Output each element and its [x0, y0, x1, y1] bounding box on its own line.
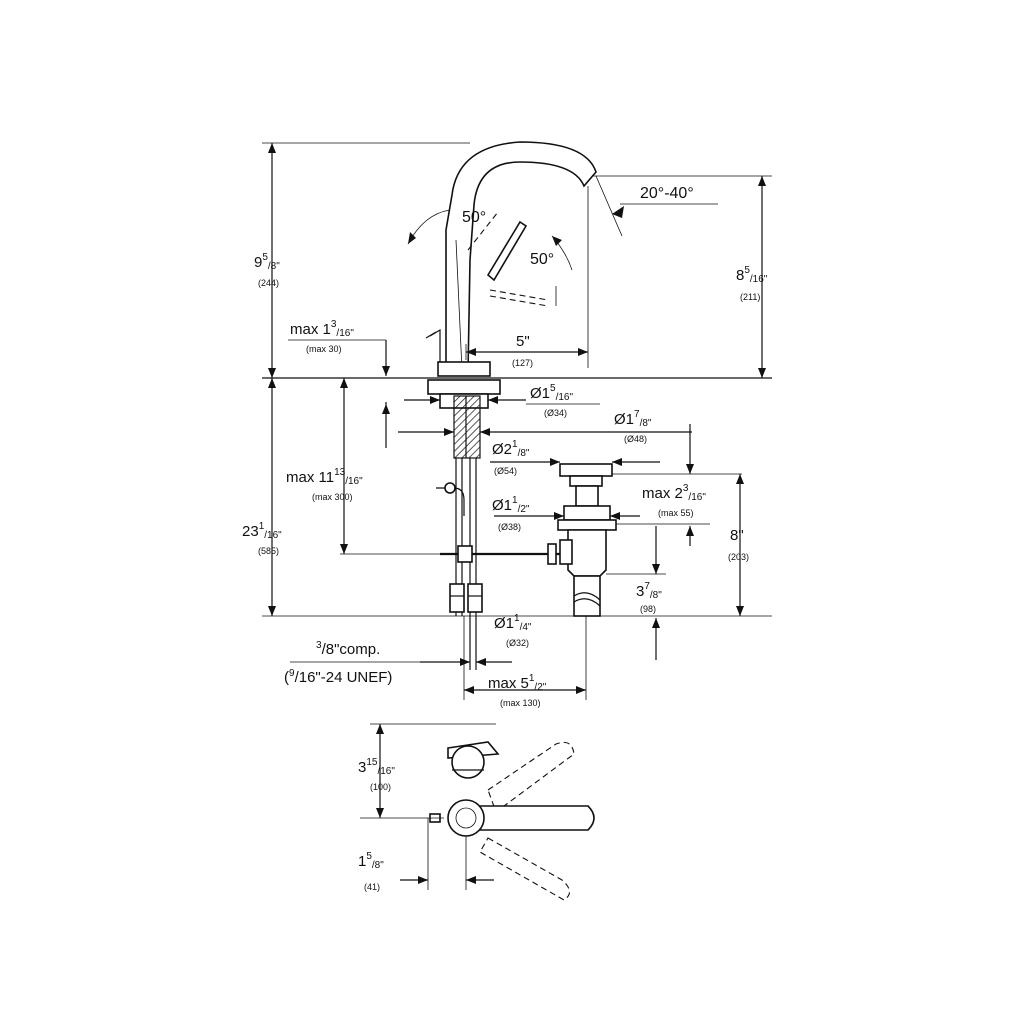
label-lever-angle-right: 50° — [530, 251, 554, 268]
aerator — [583, 171, 597, 187]
svg-text:Ø17/8": Ø17/8" — [614, 409, 652, 429]
svg-text:95/8": 95/8" — [254, 252, 280, 272]
svg-text:max 51/2": max 51/2" — [488, 673, 547, 693]
svg-text:(max 300): (max 300) — [312, 492, 353, 502]
label-max-shank: max 1113/16" (max 300) — [286, 467, 363, 502]
svg-text:231/16": 231/16" — [242, 521, 282, 541]
svg-text:Ø11/2": Ø11/2" — [492, 495, 530, 515]
svg-text:(Ø34): (Ø34) — [544, 408, 567, 418]
svg-text:(Ø32): (Ø32) — [506, 638, 529, 648]
label-thread: (9/16"-24 UNEF) — [284, 668, 392, 686]
svg-text:Ø15/16": Ø15/16" — [530, 383, 573, 403]
svg-text:5": 5" — [516, 333, 530, 350]
label-trap-height: 37/8" (98) — [636, 581, 662, 614]
label-dia-flange: Ø17/8" (Ø48) — [614, 409, 652, 444]
faucet-top-view — [429, 741, 595, 901]
svg-text:15/8": 15/8" — [358, 851, 384, 871]
svg-text:(max 30): (max 30) — [306, 344, 342, 354]
svg-text:(9/16"-24 UNEF): (9/16"-24 UNEF) — [284, 668, 392, 686]
label-spout-reach: 5" (127) — [512, 333, 533, 368]
svg-text:37/8": 37/8" — [636, 581, 662, 601]
dimension-lines — [268, 143, 766, 700]
faucet-side-view — [425, 141, 597, 377]
svg-text:(Ø54): (Ø54) — [494, 466, 517, 476]
label-spout-angle: 20°-40° — [640, 185, 694, 202]
label-lever-angle-left: 50° — [462, 209, 486, 226]
under-deck-assembly — [427, 379, 566, 670]
label-drain-total: 8" (203) — [728, 527, 749, 562]
tailpiece — [573, 575, 601, 617]
svg-text:3/8"comp.: 3/8"comp. — [316, 640, 380, 658]
svg-text:(Ø48): (Ø48) — [624, 434, 647, 444]
svg-text:max 23/16": max 23/16" — [642, 483, 706, 503]
svg-text:(211): (211) — [740, 292, 760, 302]
svg-text:Ø21/8": Ø21/8" — [492, 439, 530, 459]
svg-text:max 1113/16": max 1113/16" — [286, 467, 363, 487]
svg-text:8": 8" — [730, 527, 744, 544]
svg-text:(203): (203) — [728, 552, 749, 562]
label-top-depth: 315/16" (100) — [358, 757, 395, 792]
label-comp: 3/8"comp. — [316, 640, 380, 658]
label-max-drain-height: max 23/16" (max 55) — [642, 483, 706, 518]
faucet-base — [437, 361, 491, 377]
svg-text:(41): (41) — [364, 882, 380, 892]
label-top-offset: 15/8" (41) — [358, 851, 384, 892]
svg-text:(max 55): (max 55) — [658, 508, 694, 518]
svg-text:(Ø38): (Ø38) — [498, 522, 521, 532]
label-height-total: 95/8" (244) — [254, 252, 280, 288]
svg-text:85/16": 85/16" — [736, 265, 768, 285]
drain-flange — [559, 463, 613, 477]
label-dia-drain: Ø21/8" (Ø54) — [492, 439, 530, 476]
top-view-dimensions — [360, 723, 496, 890]
threaded-shank — [453, 395, 481, 459]
label-max-offset: max 51/2" (max 130) — [488, 673, 547, 708]
label-dia-tail: Ø11/2" (Ø38) — [492, 495, 530, 532]
svg-text:(244): (244) — [258, 278, 279, 288]
svg-text:Ø11/4": Ø11/4" — [494, 613, 532, 633]
label-under-deck: 231/16" (585) — [242, 521, 282, 556]
label-dia-base: Ø15/16" (Ø34) — [530, 383, 573, 418]
label-spout-height: 85/16" (211) — [736, 265, 768, 302]
drain-assembly — [557, 463, 617, 617]
svg-text:(585): (585) — [258, 546, 279, 556]
label-dia-outlet: Ø11/4" (Ø32) — [494, 613, 532, 648]
label-deck-max: max 13/16" (max 30) — [290, 319, 354, 354]
svg-text:315/16": 315/16" — [358, 757, 395, 777]
svg-text:(127): (127) — [512, 358, 533, 368]
svg-text:(max 130): (max 130) — [500, 698, 541, 708]
svg-text:(100): (100) — [370, 782, 391, 792]
svg-text:(98): (98) — [640, 604, 656, 614]
lever-handle — [486, 220, 528, 282]
svg-text:max 13/16": max 13/16" — [290, 319, 354, 339]
